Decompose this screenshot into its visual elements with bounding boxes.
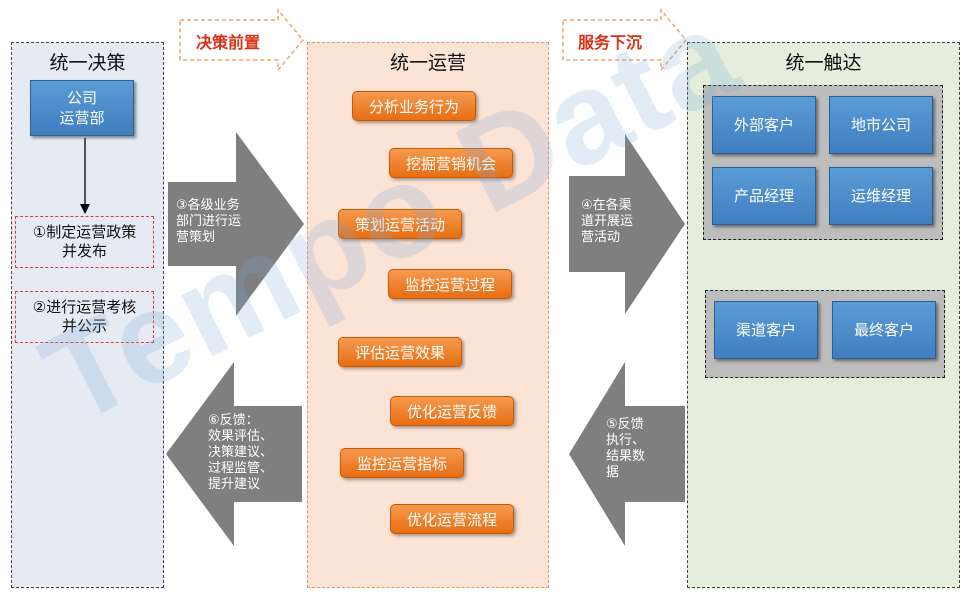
- service-down-label: 服务下沉: [578, 33, 643, 52]
- op-item-2: 挖掘营销机会: [389, 148, 513, 178]
- arrow-5-left: [569, 362, 685, 546]
- arrow-3-text: ③各级业务 部门进行运 营策划: [176, 198, 241, 246]
- arrow-3-right: [168, 132, 304, 316]
- arrow-6-line1: ⑥反馈：: [208, 413, 259, 428]
- arrow-4-line3: 营活动: [581, 230, 621, 245]
- step-assessment-line2: 并公示: [61, 317, 107, 335]
- arrow-6-line3: 决策建议、: [208, 445, 274, 460]
- arrow-5-line3: 结果数: [606, 449, 646, 464]
- reach-channel-customer: 渠道客户: [714, 301, 818, 359]
- arrow-6-line2: 效果评估、: [208, 429, 274, 444]
- arrow-6-line4: 过程监管、: [208, 461, 274, 476]
- company-box-line2: 运营部: [59, 109, 105, 127]
- reach-product-manager: 产品经理: [712, 167, 816, 225]
- op-item-6: 优化运营反馈: [390, 396, 514, 426]
- service-down-arrow: [562, 8, 687, 72]
- step-policy-line2: 并发布: [61, 242, 107, 260]
- arrow-3-line3: 营策划: [176, 230, 216, 245]
- arrow-4-line1: ④在各渠: [581, 198, 632, 213]
- arrow-6-line5: 提升建议: [208, 477, 261, 492]
- arrow-6-text: ⑥反馈： 效果评估、 决策建议、 过程监管、 提升建议: [208, 413, 273, 493]
- operations-panel: 统一运营: [307, 42, 549, 588]
- reach-city-company: 地市公司: [829, 96, 933, 154]
- op-item-8: 优化运营流程: [390, 504, 514, 534]
- op-item-1: 分析业务行为: [352, 91, 476, 121]
- decision-front-arrow: [179, 8, 304, 72]
- operations-panel-title: 统一运营: [389, 52, 466, 74]
- reach-panel-title: 统一触达: [785, 52, 862, 74]
- step-policy-line1: ①制定运营政策: [32, 223, 137, 241]
- down-arrow: [80, 138, 90, 214]
- decision-panel-title: 统一决策: [49, 52, 126, 74]
- op-item-4: 监控运营过程: [388, 269, 512, 299]
- arrow-3-line1: ③各级业务: [176, 198, 240, 213]
- op-item-7: 监控运营指标: [340, 448, 464, 478]
- step-assessment-line1: ②进行运营考核: [32, 298, 137, 316]
- arrow-5-line2: 执行、: [606, 433, 646, 448]
- op-item-3: 策划运营活动: [338, 209, 462, 239]
- reach-external-customer: 外部客户: [712, 96, 816, 154]
- step-assessment-box: ②进行运营考核 并公示: [15, 291, 154, 343]
- arrow-4-right: [569, 134, 685, 314]
- arrow-5-text: ⑤反馈 执行、 结果数 据: [606, 417, 645, 481]
- op-item-5: 评估运营效果: [338, 337, 462, 367]
- decision-front-label: 决策前置: [196, 33, 261, 52]
- step-policy-box: ①制定运营政策 并发布: [15, 216, 154, 268]
- arrow-4-line2: 道开展运: [581, 214, 634, 229]
- reach-ops-manager: 运维经理: [829, 167, 933, 225]
- arrow-5-line1: ⑤反馈: [606, 417, 644, 432]
- arrow-4-text: ④在各渠 道开展运 营活动: [581, 198, 633, 246]
- arrow-6-left: [166, 362, 302, 546]
- company-box-line1: 公司: [66, 89, 97, 107]
- arrow-5-line4: 据: [606, 465, 620, 480]
- reach-final-customer: 最终客户: [832, 301, 936, 359]
- company-operations-box: 公司 运营部: [30, 80, 134, 136]
- arrow-3-line2: 部门进行运: [176, 214, 242, 229]
